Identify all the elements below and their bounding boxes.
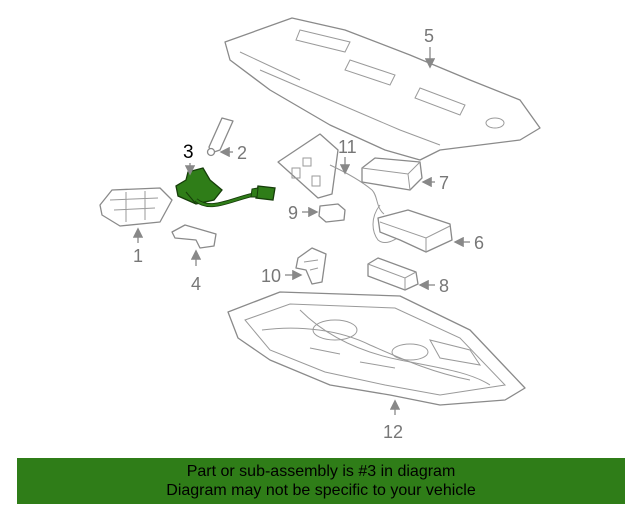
part-4-bracket [171,224,217,249]
callout-12: 12 [383,422,403,442]
banner-line-1: Part or sub-assembly is #3 in diagram [186,463,456,480]
callout-10: 10 [261,266,281,286]
banner-line-2: Diagram may not be specific to your vehi… [166,482,476,499]
part-5-package-tray [224,17,541,161]
part-9-clip [318,203,346,223]
part-12-panel [227,291,526,406]
callout-9: 9 [288,203,298,223]
callout-6: 6 [474,233,484,253]
part-2-antenna-rod [206,117,234,157]
callout-2: 2 [237,143,247,163]
part-10-mounting-bracket [295,247,327,285]
info-banner: Part or sub-assembly is #3 in diagram Di… [17,458,625,504]
part-1-console-lamp [99,187,173,227]
part-8-module [367,257,419,291]
callout-3: 3 [183,142,194,163]
callout-5: 5 [424,26,434,46]
parts-diagram: 1 2 3 4 5 6 7 8 9 10 11 12 [99,17,541,442]
part-7-module [361,157,423,191]
part-6-amplifier [377,209,453,253]
callout-1: 1 [133,246,143,266]
callout-8: 8 [439,276,449,296]
leader-lines [132,47,470,415]
callout-7: 7 [439,173,449,193]
part-3-antenna-base-highlighted [175,167,276,208]
callout-11: 11 [338,137,357,157]
callout-4: 4 [191,274,201,294]
